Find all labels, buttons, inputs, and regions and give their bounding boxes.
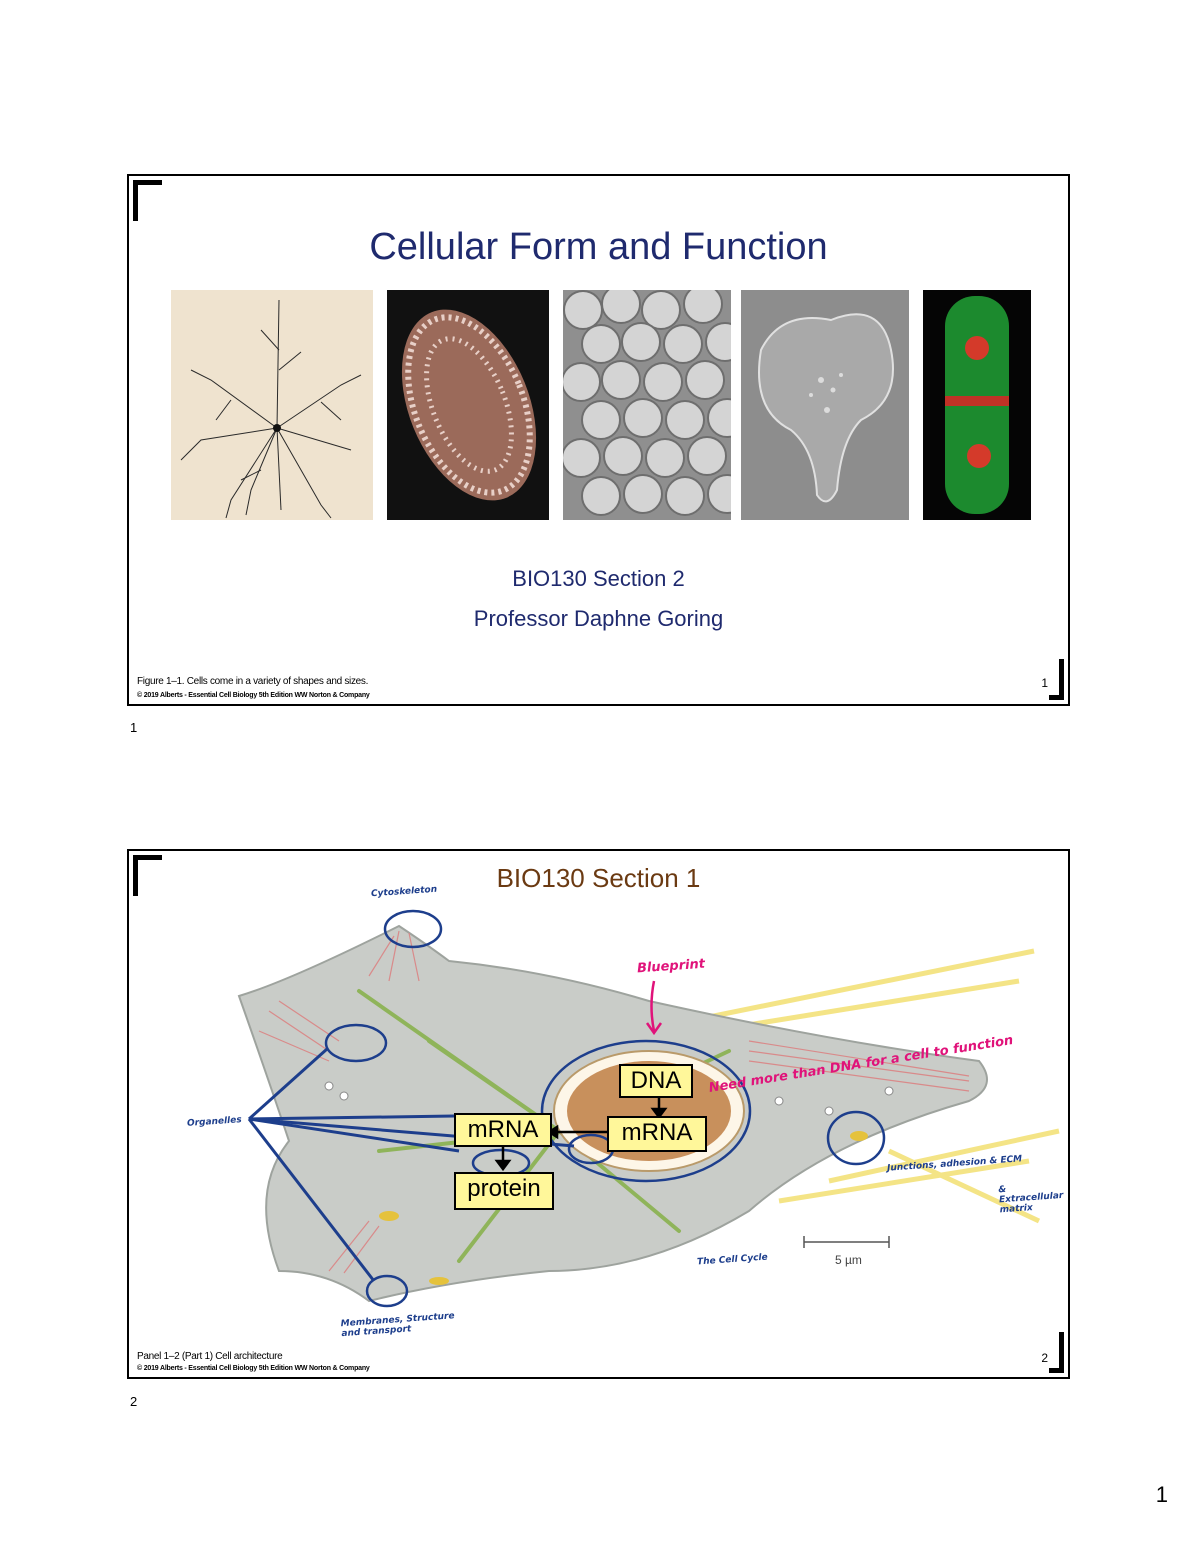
ciliated-protist-image bbox=[387, 290, 549, 520]
slide-1: Cellular Form and Function bbox=[127, 174, 1070, 706]
corner-bracket-bottom-right bbox=[1049, 659, 1064, 700]
mrna-cytoplasm-box: mRNA bbox=[454, 1113, 552, 1147]
course-section: BIO130 Section 2 bbox=[512, 566, 685, 591]
copyright-note: © 2019 Alberts - Essential Cell Biology … bbox=[137, 1365, 370, 1372]
cell-architecture-diagram: 5 µm bbox=[237, 909, 1060, 1308]
corner-bracket-top-left bbox=[133, 180, 162, 221]
corner-bracket-bottom-right bbox=[1049, 1332, 1064, 1373]
dividing-yeast-cell-image bbox=[923, 290, 1031, 520]
dna-box: DNA bbox=[619, 1064, 693, 1098]
corner-bracket-top-left bbox=[133, 855, 162, 896]
slide-2-title: BIO130 Section 1 bbox=[496, 863, 701, 893]
amoeboid-cell-image bbox=[741, 290, 909, 520]
slide-number: 2 bbox=[1041, 1351, 1048, 1365]
slide-2: BIO130 Section 1 bbox=[127, 849, 1070, 1379]
slide-2-label: 2 bbox=[130, 1394, 138, 1409]
professor-name: Professor Daphne Goring bbox=[473, 606, 724, 631]
annotation-extracellular-matrix: & Extracellular matrix bbox=[998, 1184, 1064, 1216]
figure-caption: Figure 1–1. Cells come in a variety of s… bbox=[137, 676, 369, 687]
slide-number: 1 bbox=[1041, 676, 1048, 690]
copyright-note: © 2019 Alberts - Essential Cell Biology … bbox=[137, 692, 370, 699]
panel-caption: Panel 1–2 (Part 1) Cell architecture bbox=[137, 1351, 283, 1362]
scale-bar-label: 5 µm bbox=[835, 1253, 862, 1267]
slide-1-title: Cellular Form and Function bbox=[369, 226, 828, 268]
mrna-nucleus-box: mRNA bbox=[607, 1116, 707, 1152]
slide-1-label: 1 bbox=[130, 720, 138, 735]
neuron-drawing-image bbox=[171, 290, 373, 520]
protein-box: protein bbox=[454, 1172, 554, 1210]
page-number: 1 bbox=[1155, 1482, 1168, 1507]
epithelial-cells-image bbox=[563, 290, 731, 520]
